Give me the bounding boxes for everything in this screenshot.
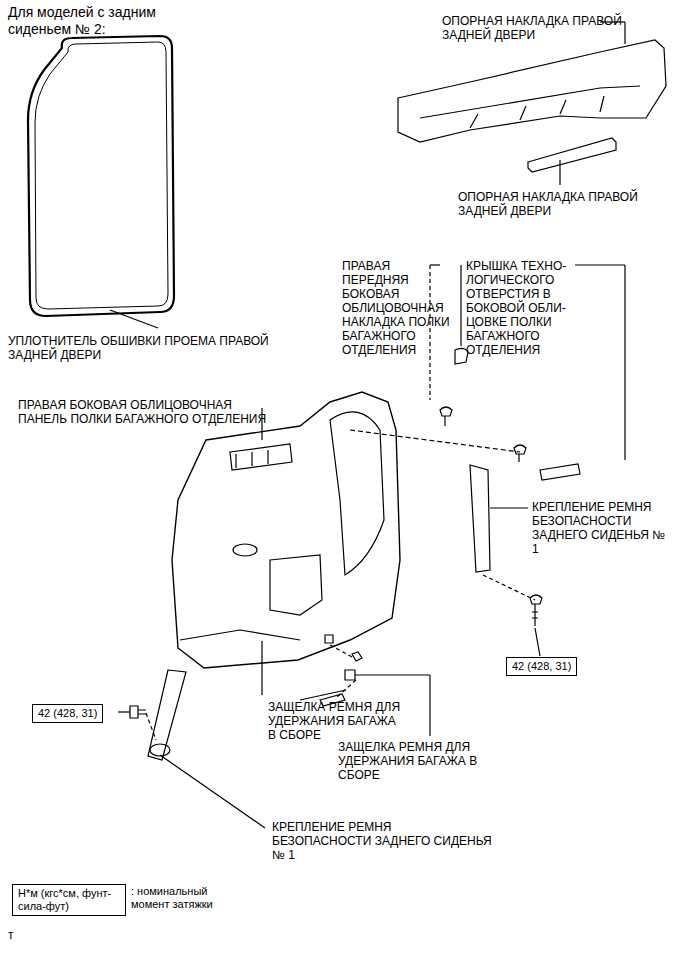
- part-name: УПЛОТНИТЕЛЬ ОБШИВКИ ПРОЕМА ПРАВОЙ ЗАДНЕЙ…: [8, 334, 308, 362]
- page-mark: т: [8, 928, 28, 942]
- part-name: ПРАВАЯ ПЕРЕДНЯЯ БОКОВАЯ ОБЛИЦОВОЧНАЯ НАК…: [342, 259, 454, 357]
- torque-box: 42 (428, 31): [506, 657, 577, 676]
- outside-note: : номинальный момент затяжки: [131, 885, 246, 911]
- part-name: ЗАЩЕЛКА РЕМНЯ ДЛЯ УДЕРЖАНИЯ БАГАЖА В СБО…: [338, 740, 488, 782]
- box-text: 42 (428, 31): [512, 660, 571, 673]
- part-name: ЗАЩЕЛКА РЕМНЯ ДЛЯ УДЕРЖАНИЯ БАГАЖА В СБО…: [268, 700, 403, 742]
- diagram-title: Для моделей с задним сиденьем № 2:: [8, 4, 173, 38]
- legend-box: Н*м (кгс*см, фунт-сила-фут): номинальный…: [12, 884, 126, 916]
- torque-box: 42 (428, 31): [32, 704, 103, 723]
- box-text: Н*м (кгс*см, фунт-сила-фут): [18, 887, 120, 913]
- part-name: ОПОРНАЯ НАКЛАДКА ПРАВОЙ ЗАДНЕЙ ДВЕРИ: [458, 190, 673, 218]
- box-text: 42 (428, 31): [38, 707, 97, 720]
- part-name: КРЕПЛЕНИЕ РЕМНЯ БЕЗОПАСНОСТИ ЗАДНЕГО СИД…: [272, 820, 492, 862]
- part-name: КРЕПЛЕНИЕ РЕМНЯ БЕЗОПАСНОСТИ ЗАДНЕГО СИД…: [532, 500, 672, 556]
- part-name: ПРАВАЯ БОКОВАЯ ОБЛИЦОВОЧНАЯ ПАНЕЛЬ ПОЛКИ…: [18, 398, 268, 426]
- part-name: КРЫШКА ТЕХНО- ЛОГИЧЕСКОГО ОТВЕРСТИЯ В БО…: [466, 259, 572, 357]
- part-name: ОПОРНАЯ НАКЛАДКА ПРАВОЙ ЗАДНЕЙ ДВЕРИ: [442, 14, 667, 42]
